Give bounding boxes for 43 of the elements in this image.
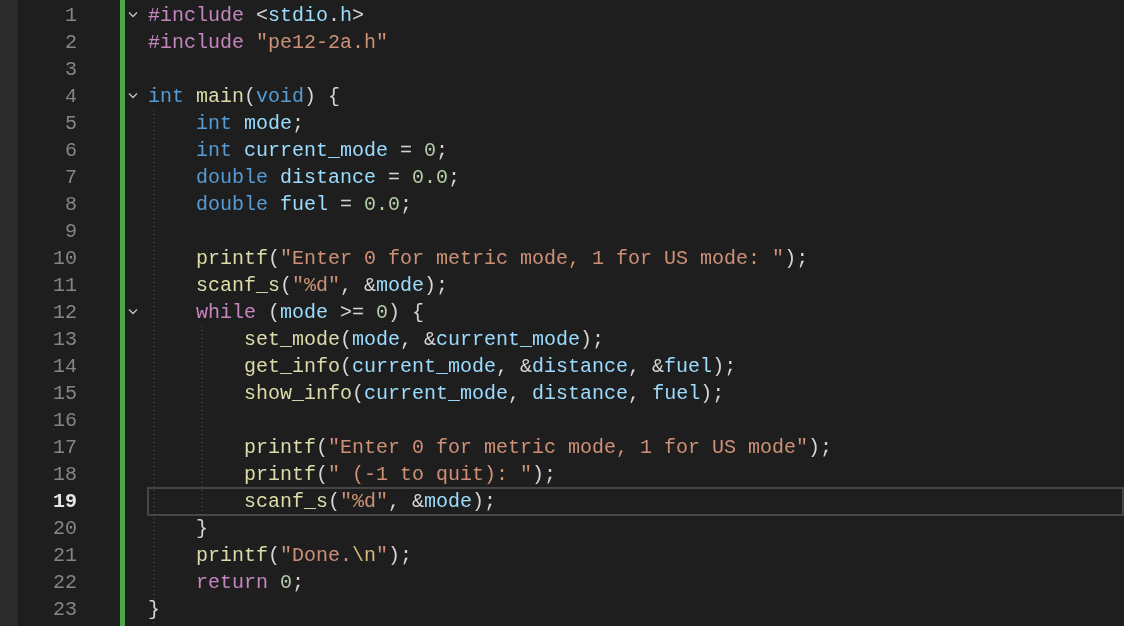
line-number: 10 — [52, 246, 77, 272]
line-number: 22 — [52, 570, 77, 596]
code-line: scanf_s("%d", &mode); — [196, 273, 449, 299]
line-number: 18 — [52, 462, 77, 488]
line-number: 19 — [52, 489, 77, 515]
code-line: while (mode >= 0) { — [196, 300, 425, 326]
line-number: 11 — [52, 273, 77, 299]
code-line: int mode; — [196, 111, 305, 137]
code-line: printf("Enter 0 for metric mode, 1 for US mode: "); — [196, 246, 809, 272]
line-number: 8 — [64, 192, 77, 218]
line-number: 13 — [52, 327, 77, 353]
line-number: 17 — [52, 435, 77, 461]
line-number: 23 — [52, 597, 77, 623]
code-line: printf("Enter 0 for metric mode, 1 for US mode"); — [244, 435, 833, 461]
line-number: 1 — [64, 3, 77, 29]
line-number: 9 — [64, 219, 77, 245]
code-line: double distance = 0.0; — [196, 165, 461, 191]
code-line: return 0; — [196, 570, 305, 596]
code-line: } — [148, 597, 160, 623]
line-number: 21 — [52, 543, 77, 569]
line-number: 15 — [52, 381, 77, 407]
line-number: 2 — [64, 30, 77, 56]
code-line: #include <stdio.h> — [148, 3, 365, 29]
line-number: 4 — [64, 84, 77, 110]
code-line: int main(void) { — [148, 84, 341, 110]
code-line: } — [196, 516, 208, 542]
code-line: #include "pe12-2a.h" — [148, 30, 389, 56]
line-number: 5 — [64, 111, 77, 137]
code-line: int current_mode = 0; — [196, 138, 449, 164]
code-line: set_mode(mode, &current_mode); — [244, 327, 605, 353]
code-line: get_info(current_mode, &distance, &fuel); — [244, 354, 737, 380]
line-number: 3 — [64, 57, 77, 83]
line-number: 16 — [52, 408, 77, 434]
code-line: printf("Done.\n"); — [196, 543, 413, 569]
code-line: printf(" (-1 to quit): "); — [244, 462, 557, 488]
code-line: show_info(current_mode, distance, fuel); — [244, 381, 725, 407]
line-number: 14 — [52, 354, 77, 380]
line-number: 7 — [64, 165, 77, 191]
line-number: 20 — [52, 516, 77, 542]
line-number: 6 — [64, 138, 77, 164]
line-number: 12 — [52, 300, 77, 326]
code-line: scanf_s("%d", &mode); — [244, 489, 497, 515]
code-line: double fuel = 0.0; — [196, 192, 413, 218]
